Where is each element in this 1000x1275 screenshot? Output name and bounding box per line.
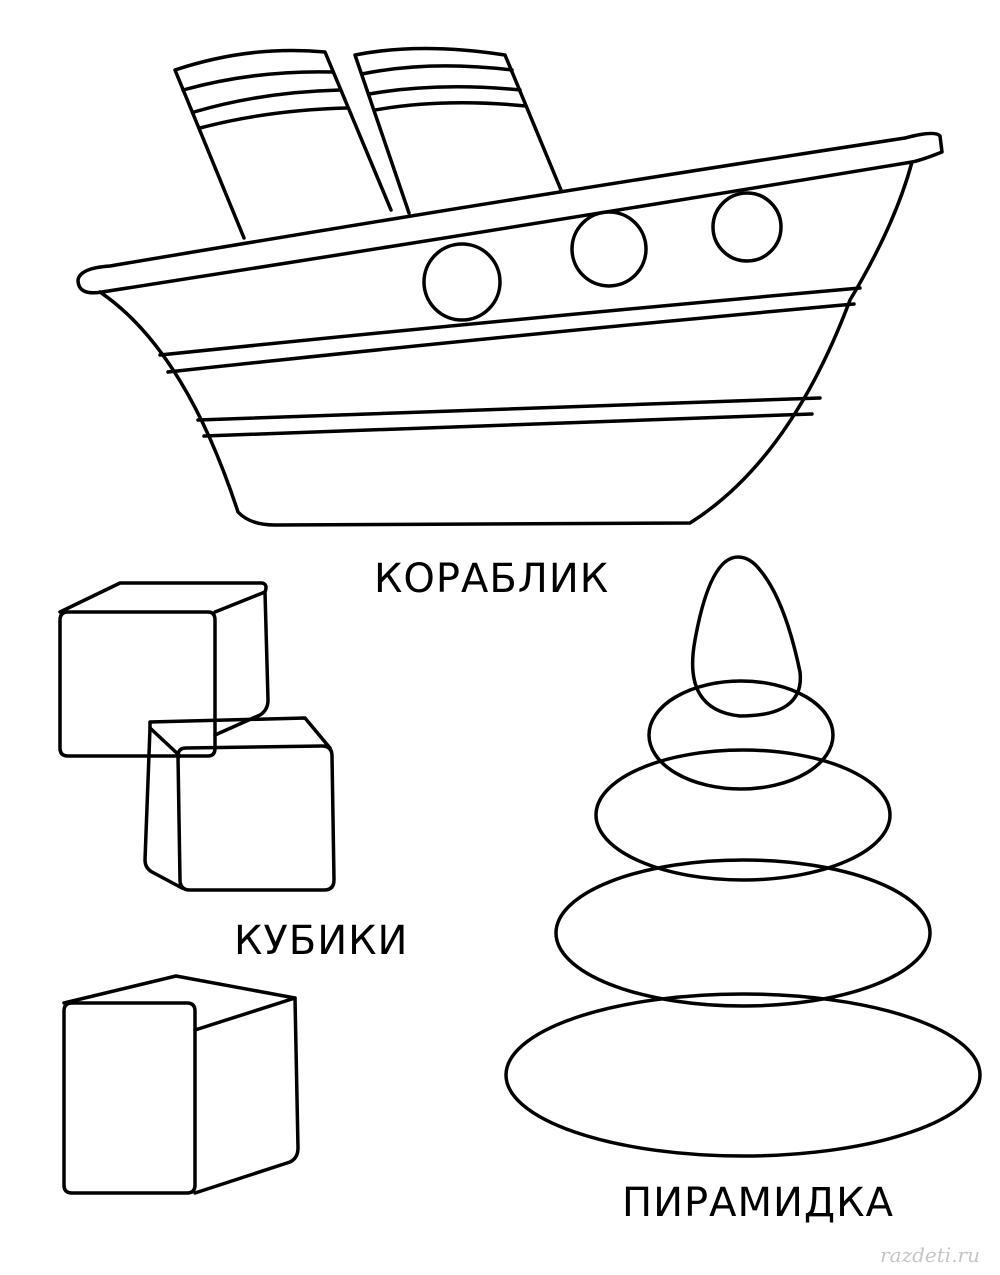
site-watermark: razdeti.ru	[880, 1243, 980, 1267]
ship-porthole-1	[422, 242, 502, 322]
pyramid-ring-4	[554, 858, 932, 1008]
ship-funnel-left-band-low	[198, 106, 349, 130]
ship-funnel-left-band-top	[181, 70, 335, 92]
cube-1-top	[58, 581, 268, 614]
ship-funnel-right-band-low	[373, 101, 528, 112]
ship-funnel-right	[353, 46, 563, 215]
ship-deck-rim	[76, 131, 944, 295]
ship-porthole-2	[570, 210, 648, 288]
ship-stripe-upper-a	[158, 286, 862, 357]
cube-2-top	[148, 716, 332, 750]
ship-stripe-upper-b	[166, 302, 856, 374]
ship-funnel-right-band-mid	[367, 85, 522, 96]
cube-2-front	[176, 744, 336, 892]
ship-funnel-left	[173, 48, 393, 240]
ship-stripe-lower-b	[202, 412, 814, 438]
pyramid-drawing	[504, 555, 982, 1158]
pyramid-ring-base	[504, 992, 982, 1158]
cube-3-top	[62, 974, 297, 1032]
ship-funnel-right-band-top	[360, 64, 514, 76]
ship-hull	[98, 160, 914, 527]
cube-1-side	[213, 590, 270, 737]
ship-drawing	[76, 46, 944, 527]
cube-3-side	[193, 996, 300, 1195]
cube-1-front	[58, 610, 217, 758]
pyramid-label: ПИРАМИДКА	[622, 1180, 894, 1226]
cube-2-side	[143, 726, 184, 890]
cubes-drawing	[58, 581, 336, 1195]
ship-stripe-lower-a	[196, 396, 822, 422]
pyramid-ring-3	[594, 748, 892, 882]
cubes-label: КУБИКИ	[234, 918, 409, 964]
ship-label: КОРАБЛИК	[374, 556, 610, 602]
ship-funnel-left-band-mid	[192, 88, 342, 114]
pyramid-ring-2	[647, 679, 835, 791]
pyramid-cone-top	[690, 555, 803, 718]
ship-porthole-3	[711, 191, 783, 263]
cube-3-front	[62, 1001, 197, 1195]
